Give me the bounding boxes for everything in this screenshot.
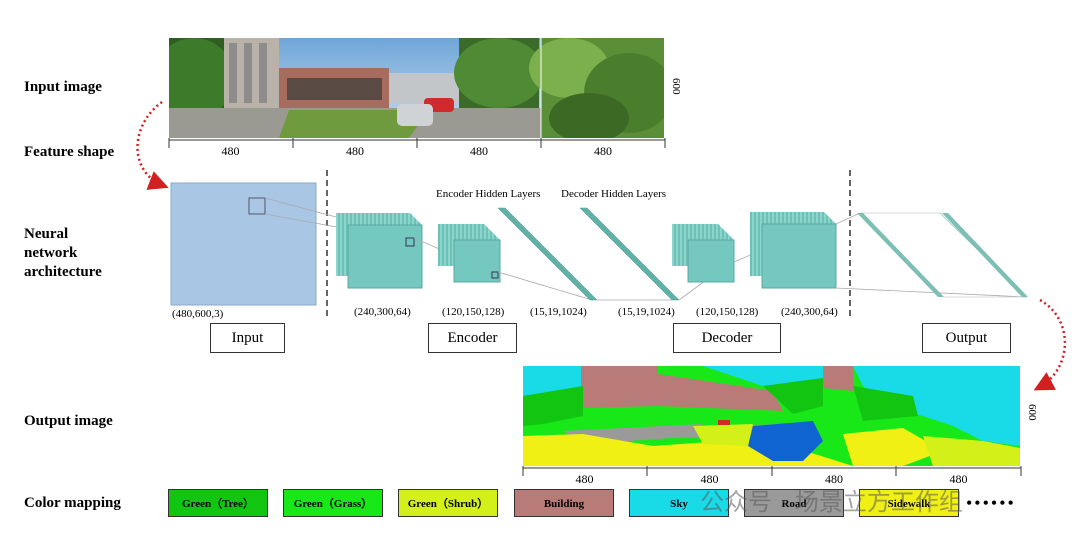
input-ruler bbox=[168, 138, 666, 148]
input-kernel bbox=[248, 197, 266, 215]
color-swatch-label: Road bbox=[781, 498, 807, 510]
color-swatch-road: Road bbox=[744, 489, 844, 517]
stage-output: Output bbox=[922, 323, 1011, 353]
output-segmentation-map bbox=[523, 366, 1020, 466]
encoder-hidden-slab bbox=[497, 207, 598, 301]
stage-encoder: Encoder bbox=[428, 323, 517, 353]
label-color-mapping: Color mapping bbox=[24, 495, 121, 511]
color-swatch-building: Building bbox=[514, 489, 614, 517]
input-panorama-photo bbox=[154, 38, 674, 143]
color-swatch-label: Sidewalk bbox=[887, 498, 931, 510]
dim-encoder-1: (240,300,64) bbox=[354, 306, 411, 318]
more-categories-dots: •••••• bbox=[966, 493, 1016, 513]
arrow-network-to-output bbox=[1033, 298, 1067, 391]
dim-decoder-1: (120,150,128) bbox=[696, 306, 759, 318]
color-swatch-label: Green（Tree） bbox=[181, 498, 255, 510]
input-segment-label: 480 bbox=[470, 144, 488, 158]
color-swatch-grass: Green（Grass） bbox=[283, 489, 383, 517]
output-slab-1 bbox=[857, 213, 944, 297]
decoder-block-2 bbox=[761, 223, 837, 289]
label-neural-line-3: architecture bbox=[24, 264, 102, 280]
input-panorama bbox=[154, 38, 674, 143]
input-segment-label: 480 bbox=[346, 144, 364, 158]
input-segment-label: 480 bbox=[594, 144, 612, 158]
decoder-hidden-title: Decoder Hidden Layers bbox=[561, 188, 667, 200]
dim-decoder-hidden: (15,19,1024) bbox=[618, 306, 675, 318]
input-volume bbox=[170, 182, 317, 306]
output-segment-label: 480 bbox=[700, 472, 719, 486]
dim-input: (480,600,3) bbox=[172, 308, 224, 320]
label-neural-line-1: Neural bbox=[24, 226, 69, 242]
color-swatch-sidewalk: Sidewalk bbox=[859, 489, 959, 517]
network-architecture bbox=[136, 100, 1067, 391]
decoder-hidden-slab bbox=[579, 207, 680, 301]
encoder-block-1 bbox=[347, 224, 423, 289]
decoder-block-1 bbox=[687, 239, 735, 283]
output-height-label: 600 bbox=[1026, 404, 1038, 421]
color-swatch-label: Sky bbox=[670, 498, 688, 510]
color-swatch-tree: Green（Tree） bbox=[168, 489, 268, 517]
input-segment-label: 480 bbox=[221, 144, 240, 158]
encoder-hidden-title: Encoder Hidden Layers bbox=[436, 188, 541, 200]
stage-decoder: Decoder bbox=[673, 323, 781, 353]
label-neural-network: Neural network architecture bbox=[24, 225, 102, 282]
label-input-image: Input image bbox=[24, 79, 102, 95]
dim-decoder-2: (240,300,64) bbox=[781, 306, 838, 318]
encoder-block-2 bbox=[453, 239, 501, 283]
output-segment-label: 480 bbox=[949, 472, 968, 486]
label-feature-shape: Feature shape bbox=[24, 144, 115, 160]
color-swatch-sky: Sky bbox=[629, 489, 729, 517]
output-ruler bbox=[522, 466, 1022, 476]
output-slab-2 bbox=[942, 213, 1028, 297]
label-output-image: Output image bbox=[24, 413, 113, 429]
arrow-input-to-network bbox=[136, 100, 169, 190]
output-segment-label: 480 bbox=[825, 472, 843, 486]
dim-encoder-hidden: (15,19,1024) bbox=[530, 306, 587, 318]
output-segment-label: 480 bbox=[575, 472, 594, 486]
color-swatch-label: Green（Shrub） bbox=[407, 498, 489, 510]
label-neural-line-2: network bbox=[24, 245, 78, 261]
color-swatch-label: Green（Grass） bbox=[293, 498, 373, 510]
color-swatch-label: Building bbox=[543, 498, 585, 510]
color-swatch-shrub: Green（Shrub） bbox=[398, 489, 498, 517]
watermark: 公众号 · 场景立方工作组 bbox=[700, 488, 963, 516]
dim-encoder-2: (120,150,128) bbox=[442, 306, 505, 318]
output-segmentation bbox=[523, 366, 1020, 466]
stage-input: Input bbox=[210, 323, 285, 353]
